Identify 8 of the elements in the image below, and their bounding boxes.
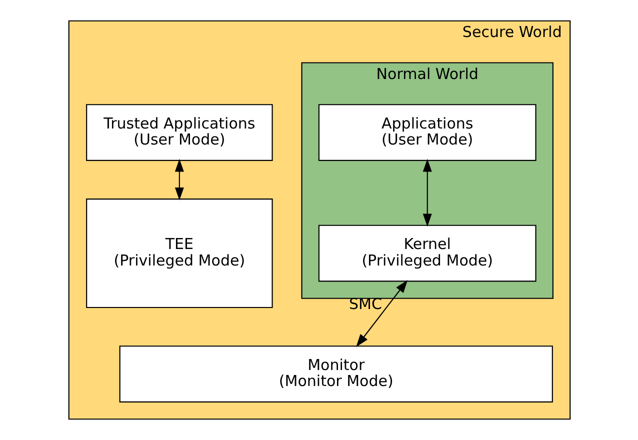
node-box: TEE (Privileged Mode): [86, 198, 272, 308]
node-box: Monitor (Monitor Mode): [118, 346, 552, 402]
node-box: Applications (User Mode): [318, 104, 536, 161]
arrow: [356, 280, 408, 348]
arrow: [174, 158, 184, 200]
node-box: Kernel (Privileged Mode): [318, 224, 536, 282]
node-box: Trusted Applications (User Mode): [86, 104, 272, 161]
arrow: [422, 158, 432, 227]
